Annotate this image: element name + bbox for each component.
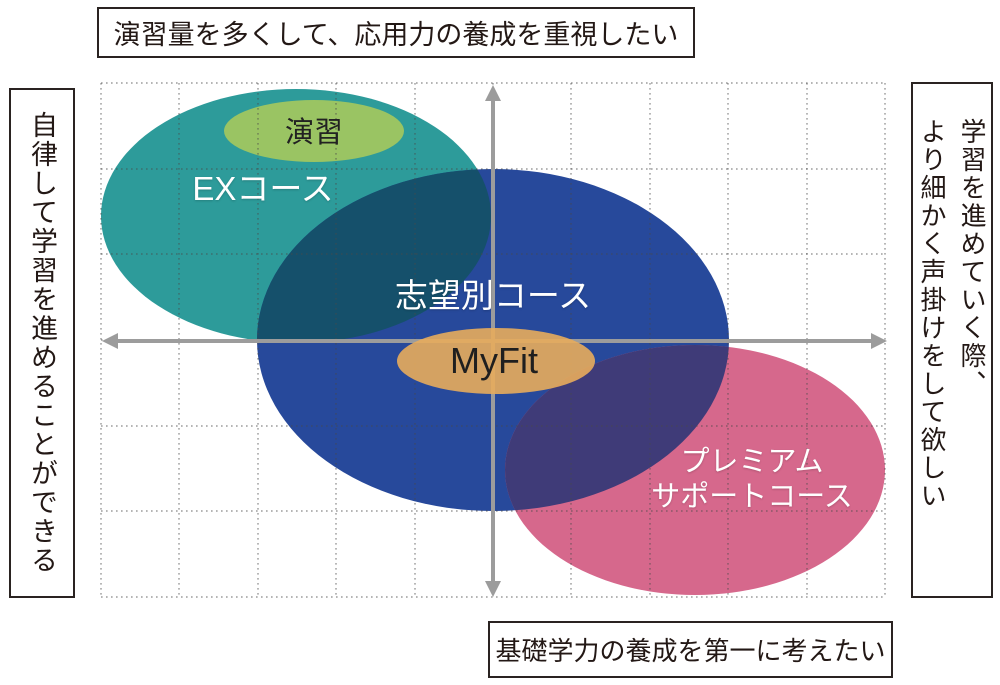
shibou-course-label: 志望別コース [394,277,592,314]
myfit-label: MyFit [450,340,538,381]
top-axis-label-box: 演習量を多くして、応用力の養成を重視したい [97,7,695,58]
bottom-axis-label: 基礎学力の養成を第一に考えたい [495,636,886,666]
ex-course-label: EXコース [192,170,334,207]
ellipse-myfit [397,328,595,394]
x-axis-right-arrow-icon [871,333,887,349]
ellipse-enshu [224,100,404,162]
premium-course-label-line2: サポートコース [651,481,853,513]
x-axis-left-arrow-icon [102,333,118,349]
enshu-label: 演習 [284,117,344,149]
left-axis-label: 自律して学習を進めることができる [27,111,57,575]
y-axis-bottom-arrow-icon [485,581,501,597]
right-axis-label-box: 学習を進めていく際、 より細かく声掛けをして欲しい [911,82,993,598]
right-axis-label-col1: 学習を進めていく際、 [957,118,987,398]
premium-course-label-line1: プレミアム [680,446,824,478]
bottom-axis-label-box: 基礎学力の養成を第一に考えたい [488,621,893,678]
right-axis-label-col2: より細かく声掛けをして欲しい [917,118,947,510]
y-axis-top-arrow-icon [485,85,501,101]
right-axis-label: 学習を進めていく際、 より細かく声掛けをして欲しい [912,118,992,510]
premium-course-label: プレミアム サポートコース [651,445,853,515]
left-axis-label-box: 自律して学習を進めることができる [9,88,75,598]
overlap-teal-blue [257,169,491,343]
top-axis-label: 演習量を多くして、応用力の養成を重視したい [113,20,679,50]
